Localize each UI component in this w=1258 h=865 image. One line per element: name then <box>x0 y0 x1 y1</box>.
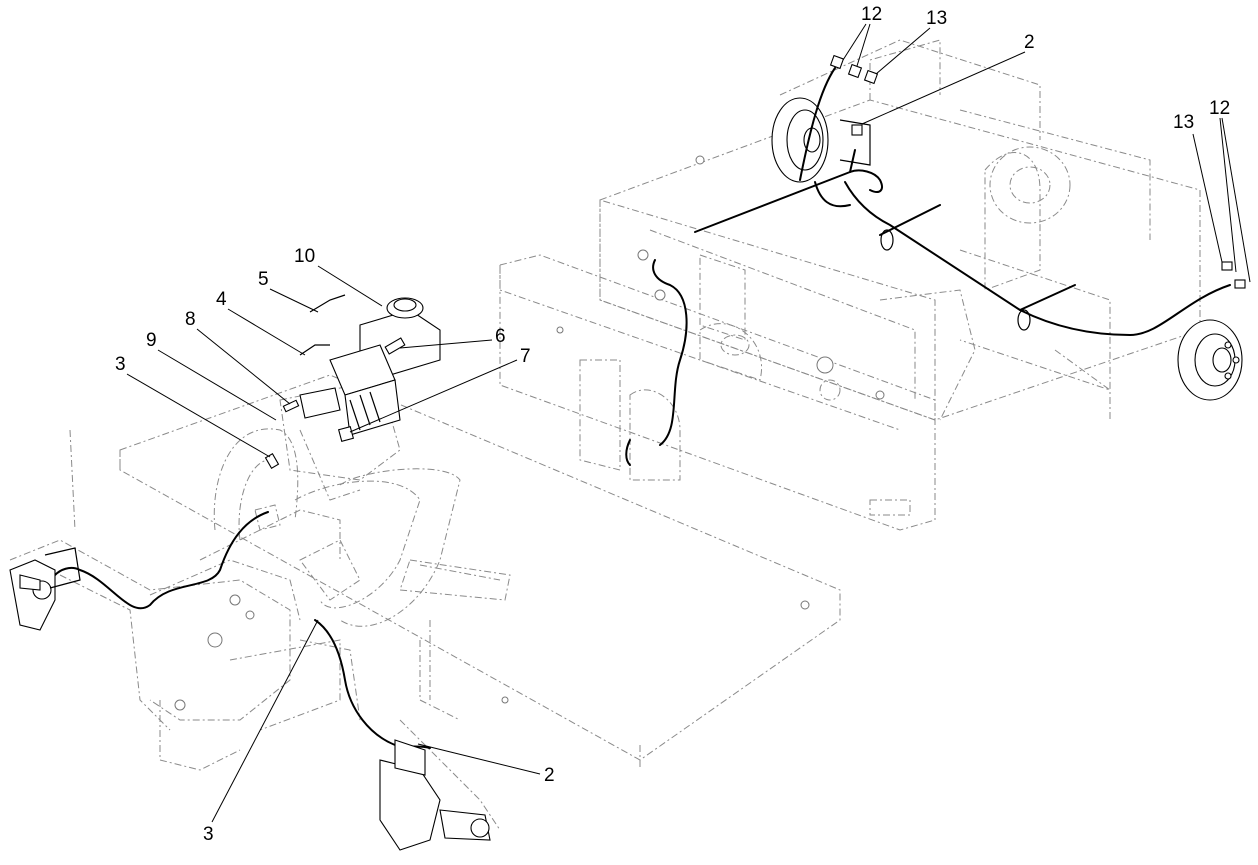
callout-10: 10 <box>294 246 383 307</box>
svg-text:13: 13 <box>1173 112 1194 133</box>
callout-9: 9 <box>146 330 277 421</box>
rear-channel-rail <box>499 254 936 531</box>
callout-13-top: 13 <box>875 8 947 75</box>
callout-3-upper: 3 <box>115 354 271 458</box>
brake-pedal-assembly <box>254 379 511 601</box>
part-callouts: 12 13 2 13 12 10 5 <box>115 4 1251 845</box>
callout-4: 4 <box>216 289 306 356</box>
callout-12-right: 12 <box>1209 98 1251 283</box>
callout-12-top: 12 <box>842 4 882 67</box>
svg-text:9: 9 <box>146 330 157 351</box>
svg-text:10: 10 <box>294 246 315 267</box>
rear-brake-lines <box>625 67 1231 466</box>
callout-6: 6 <box>399 326 506 349</box>
callout-7: 7 <box>349 346 531 433</box>
svg-text:3: 3 <box>115 354 126 375</box>
front-axle-frame-phantom <box>9 429 501 831</box>
svg-text:3: 3 <box>203 824 214 845</box>
front-floor-pan-phantom <box>119 374 841 770</box>
callout-5: 5 <box>258 269 319 313</box>
rear-frame-phantom <box>599 39 1201 421</box>
svg-text:8: 8 <box>185 309 196 330</box>
svg-text:13: 13 <box>926 8 947 29</box>
front-brake-lines <box>54 511 431 749</box>
callout-2-lower: 2 <box>417 743 555 786</box>
callout-3-lower: 3 <box>203 619 319 845</box>
master-cylinder <box>264 294 441 469</box>
svg-text:4: 4 <box>216 289 227 310</box>
svg-text:12: 12 <box>861 4 882 25</box>
callout-2-top: 2 <box>861 32 1035 125</box>
rear-right-brake-drum <box>1177 261 1246 401</box>
svg-text:12: 12 <box>1209 98 1230 119</box>
front-left-spindle <box>9 547 81 631</box>
front-right-spindle <box>379 739 491 851</box>
callout-8: 8 <box>185 309 291 405</box>
svg-text:5: 5 <box>258 269 269 290</box>
svg-text:2: 2 <box>544 765 555 786</box>
rear-left-fittings <box>829 54 879 85</box>
rear-left-brake-drum <box>771 97 871 183</box>
svg-text:2: 2 <box>1024 32 1035 53</box>
frame-holes <box>174 155 885 711</box>
callout-13-right: 13 <box>1173 112 1223 263</box>
svg-text:7: 7 <box>520 346 531 367</box>
svg-text:6: 6 <box>495 326 506 347</box>
